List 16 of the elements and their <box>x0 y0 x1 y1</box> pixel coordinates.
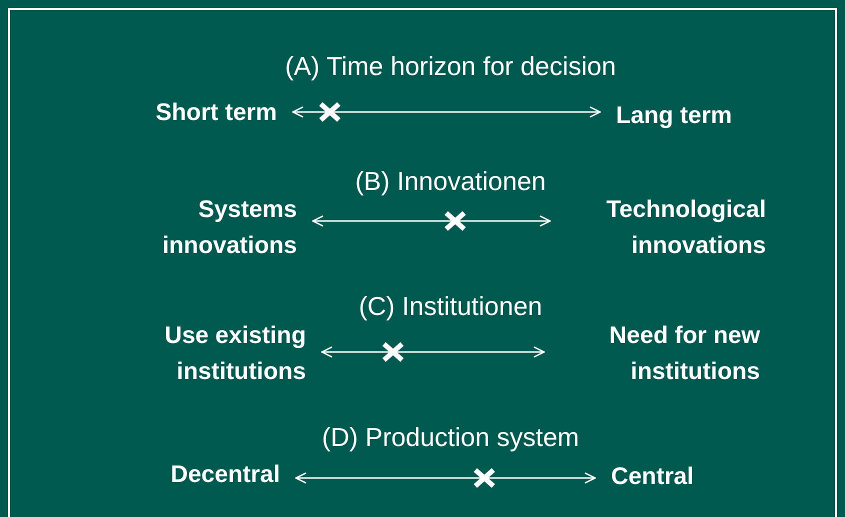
scale-end-label: Technological innovations <box>566 192 766 264</box>
scale-end-label: Short term <box>156 95 277 131</box>
scale-end-label: Need for new institutions <box>560 318 760 390</box>
scale-end-label: Systems innovations <box>97 192 297 264</box>
scale-end-label: Central <box>611 459 694 495</box>
scale-heading: (A) Time horizon for decision <box>284 51 617 81</box>
scale-heading: (C) Institutionen <box>358 291 544 321</box>
scale-end-label: Use existing institutions <box>106 318 306 390</box>
scale-end-label: Decentral <box>170 457 280 493</box>
double-arrow <box>292 106 601 118</box>
scale-end-label: Lang term <box>616 98 732 134</box>
double-arrow <box>321 346 545 358</box>
double-arrow <box>312 215 551 227</box>
scale-heading: (D) Production system <box>320 422 580 452</box>
double-arrow <box>295 472 596 484</box>
scale-heading: (B) Innovationen <box>354 166 547 196</box>
